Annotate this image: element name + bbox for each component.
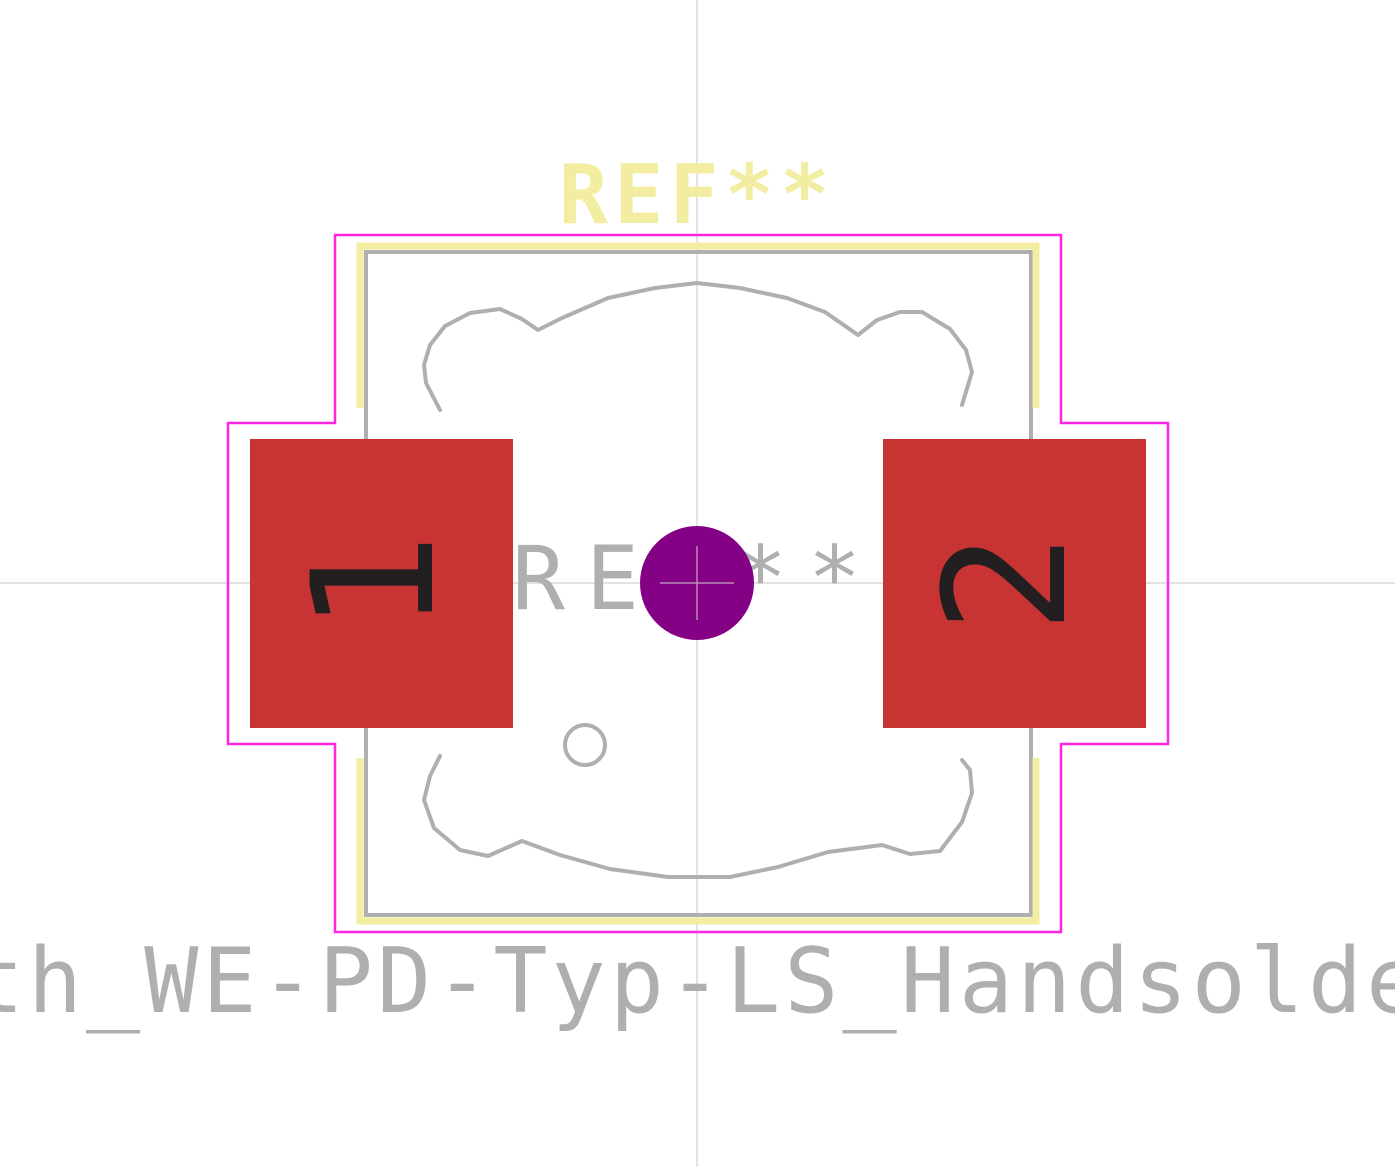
pad-2-number: 2: [908, 532, 1104, 633]
fab-pin1-marker: [563, 723, 607, 767]
silkscreen-reference-text[interactable]: REF**: [559, 148, 836, 243]
pad-2[interactable]: 2: [883, 439, 1146, 728]
fab-coil-bottom-outline: [422, 754, 974, 879]
pad-2-copper[interactable]: [883, 439, 1146, 728]
pad-1-number: 1: [276, 532, 472, 633]
courtyard-outline: [226, 233, 1170, 934]
footprint-anchor[interactable]: [640, 526, 754, 640]
silkscreen-outline-top: [356, 242, 1040, 408]
footprint-value-text[interactable]: Wuerth_WE-PD-Typ-LS_Handsoldering: [0, 929, 1395, 1034]
silkscreen-outline-bottom: [356, 758, 1040, 925]
fab-coil-top-outline: [422, 281, 974, 412]
pad-1[interactable]: 1: [250, 439, 513, 728]
pad-1-copper[interactable]: [250, 439, 513, 728]
